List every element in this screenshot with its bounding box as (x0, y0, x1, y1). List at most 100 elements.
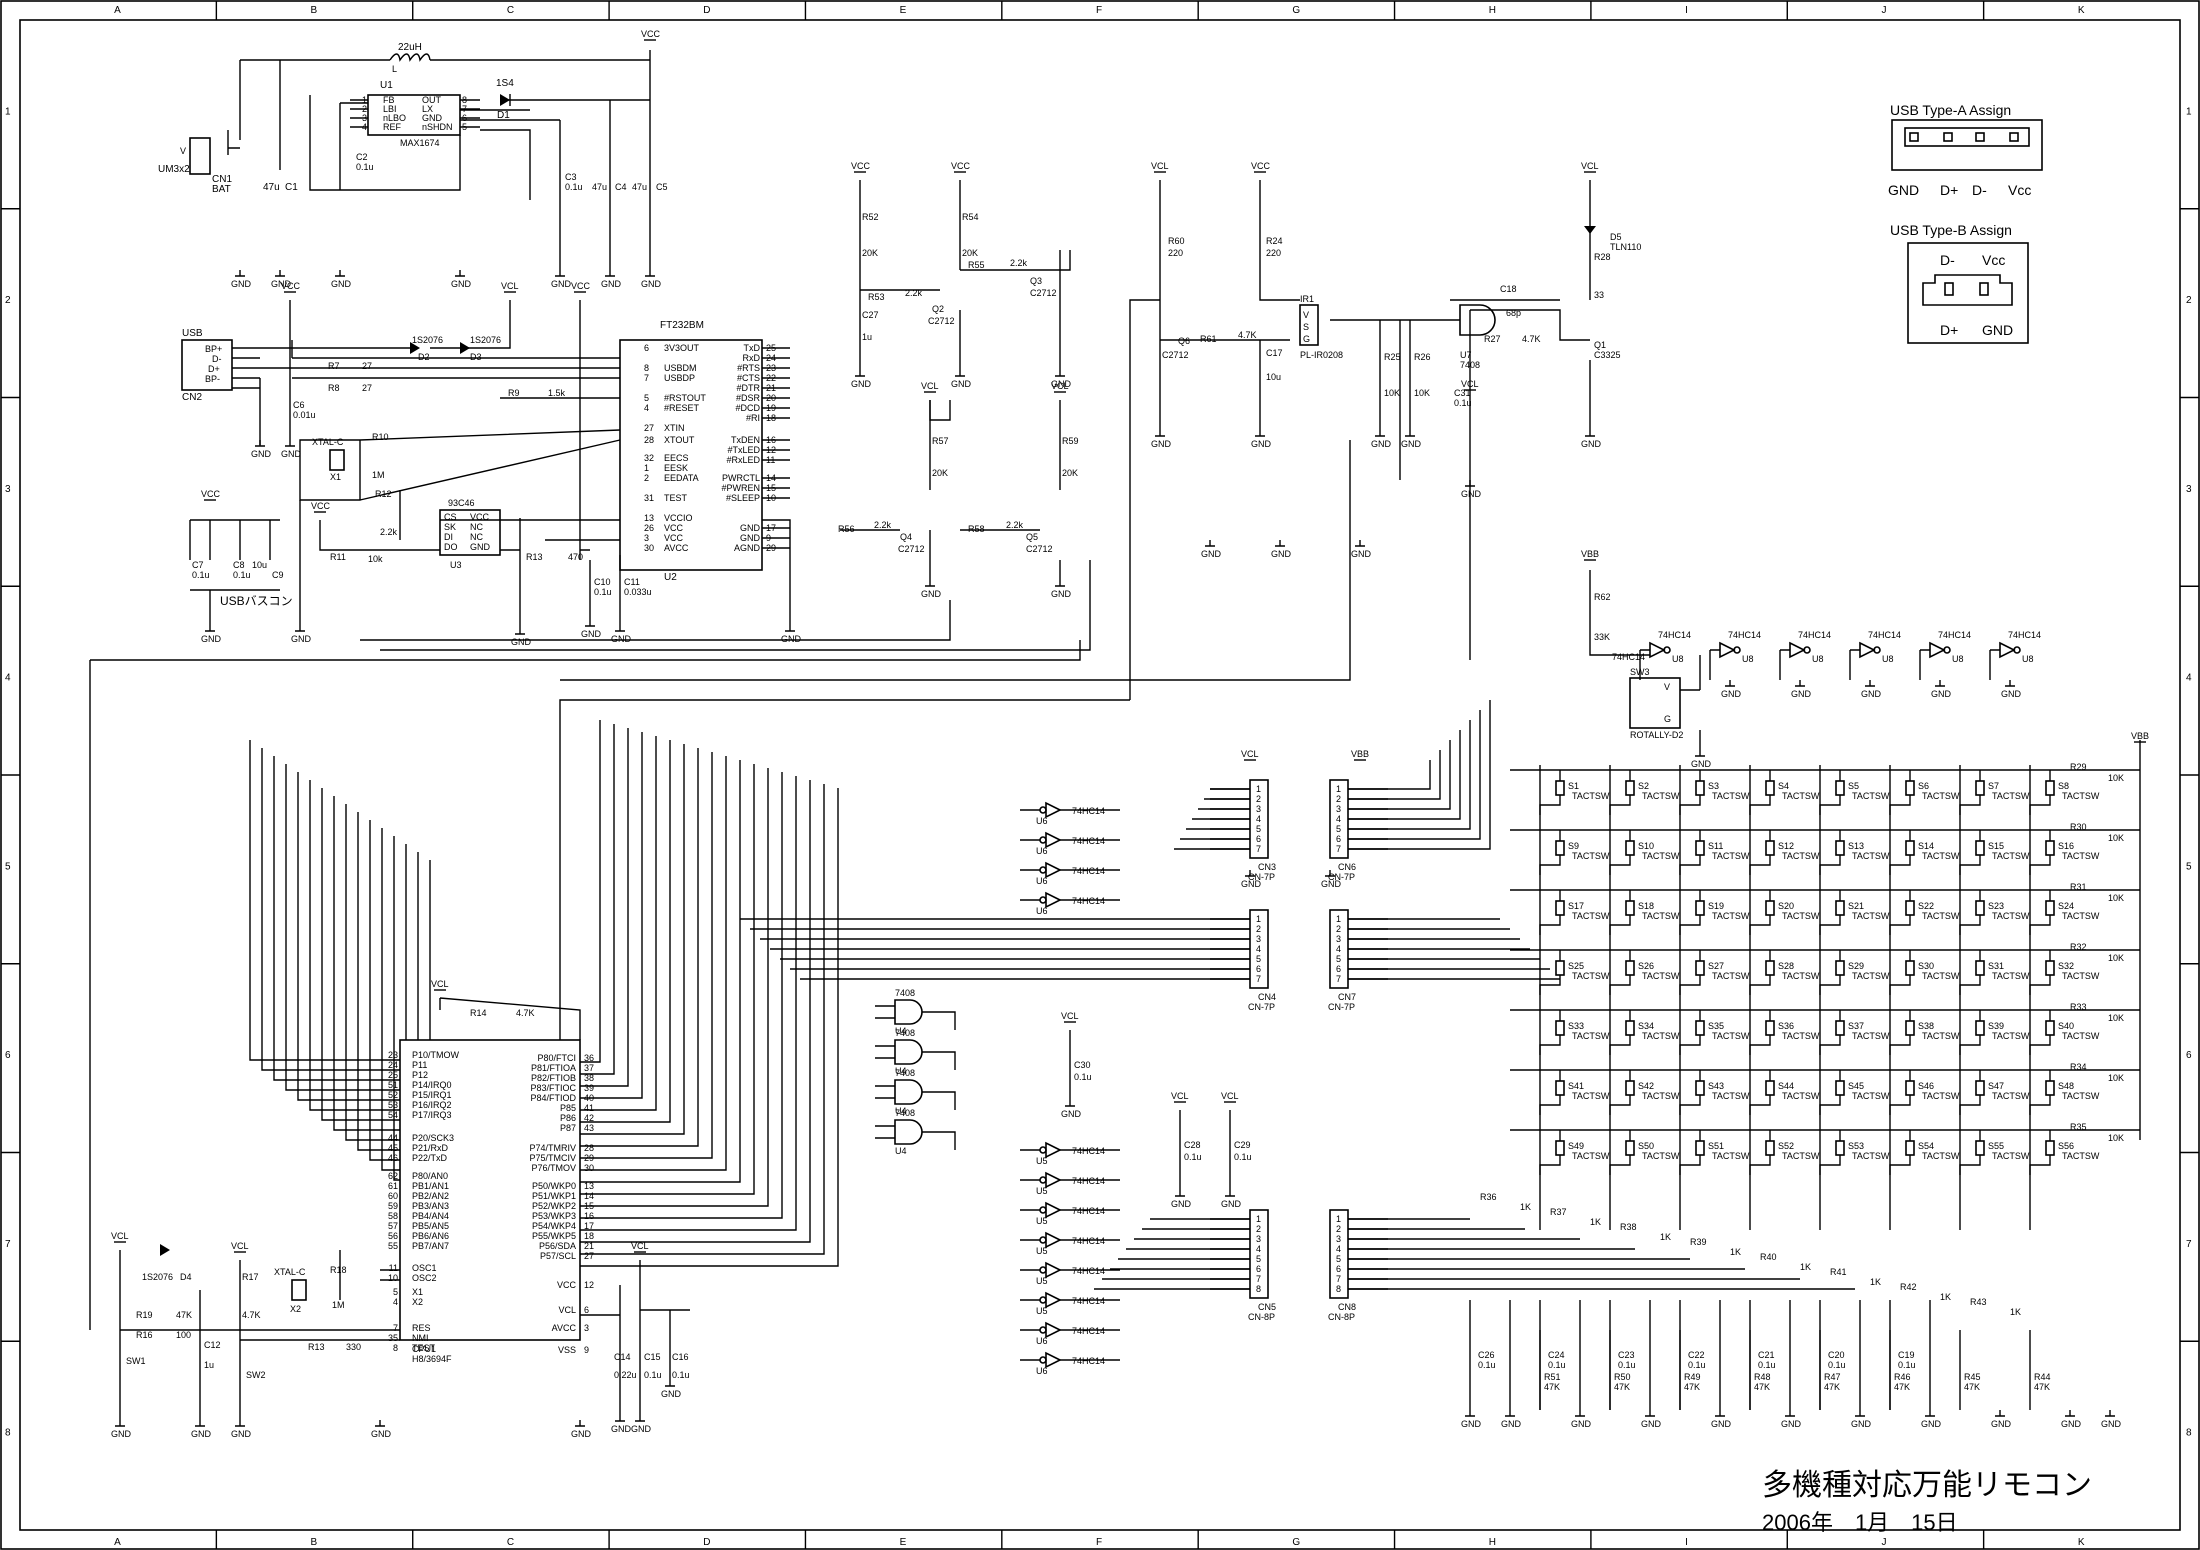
gnd-symbol (1715, 1410, 1725, 1417)
tact-switch (1555, 1140, 1565, 1156)
u2-pin-label: GND (740, 523, 761, 533)
inverter-wire (1709, 649, 1720, 680)
row-label-left: 5 (5, 861, 11, 872)
gnd-label: GND (1061, 1109, 1082, 1119)
cpu-bus-wire (580, 772, 783, 1219)
connector-type: CN-7P (1248, 872, 1275, 882)
supply-label: VCL (1061, 1011, 1079, 1021)
gnd-symbol (785, 625, 795, 632)
c6-ref: C6 (293, 400, 305, 410)
r26-ref: R26 (1414, 352, 1431, 362)
r28-ref: R28 (1594, 252, 1611, 262)
matrix-cap-value: 0.1u (1618, 1360, 1636, 1370)
cpu-pin-label: PB2/AN2 (412, 1191, 449, 1201)
cpu-pin-num: 44 (388, 1133, 398, 1143)
gnd-symbol (1695, 750, 1705, 757)
x2-part: XTAL-C (274, 1267, 306, 1277)
gnd-symbol (1865, 680, 1875, 687)
inverter-wire (1919, 649, 1930, 680)
u2-pin-label: TxDEN (731, 435, 760, 445)
connector-pin-num: 4 (1256, 944, 1261, 954)
u2-pin-label: #RSTOUT (664, 393, 706, 403)
gnd-label: GND (2061, 1419, 2082, 1429)
c16-ref: C16 (672, 1352, 689, 1362)
cpu-pin-num: 51 (388, 1080, 398, 1090)
switch-ref: S36 (1778, 1021, 1794, 1031)
switch-part: TACTSW (1782, 1091, 1820, 1101)
cpu-pin-label: P51/WKP1 (532, 1191, 576, 1201)
inverter-ref: U6 (1036, 876, 1048, 886)
inverter-part: 74HC14 (1072, 1176, 1105, 1186)
switch-ref: S1 (1568, 781, 1579, 791)
u4-and-gate (894, 999, 923, 1025)
connector-pin-num: 1 (1336, 1214, 1341, 1224)
pull-resistor-ref: R49 (1684, 1372, 1701, 1382)
gnd-label: GND (1271, 549, 1292, 559)
supply-label: VCC (1251, 161, 1271, 171)
col-resistor-ref: R43 (1970, 1297, 1987, 1307)
c5-ref: C5 (656, 182, 668, 192)
c9-value: 10u (252, 560, 267, 570)
switch-ref: S20 (1778, 901, 1794, 911)
col-label-bottom: E (900, 1537, 907, 1548)
bus-wire (1348, 710, 1481, 840)
connector-pin-num: 6 (1336, 964, 1341, 974)
u2-pin-num: 32 (644, 453, 654, 463)
col-resistor-ref: R39 (1690, 1237, 1707, 1247)
bus-wire (1348, 740, 1451, 810)
col-resistor-value: 1K (1730, 1247, 1741, 1257)
gnd-symbol (2005, 680, 2015, 687)
cpu-pin-num: 61 (388, 1181, 398, 1191)
cpu-bus-wire (580, 732, 643, 1099)
cpu-pin-label: PB3/AN3 (412, 1201, 449, 1211)
u2-pin-label: EESK (664, 463, 688, 473)
cpu-pin-label: P54/WKP4 (532, 1221, 576, 1231)
connector-pin-num: 6 (1256, 834, 1261, 844)
u2-pin-label: 3V3OUT (664, 343, 700, 353)
pull-resistor-value: 47K (1964, 1382, 1980, 1392)
supply-label: VBB (1581, 549, 1599, 559)
pull-resistor-value: 47K (1894, 1382, 1910, 1392)
gnd-symbol (1505, 1410, 1515, 1417)
inverter-ref: U5 (1036, 1216, 1048, 1226)
col-label-bottom: G (1292, 1537, 1300, 1548)
c7-value: 0.1u (192, 570, 210, 580)
gnd-symbol (2065, 1410, 2075, 1417)
r12-value: 2.2k (380, 527, 398, 537)
l1-ref: L (392, 64, 397, 74)
switch-part: TACTSW (1572, 791, 1610, 801)
gnd-symbol (275, 270, 285, 277)
gnd-label: GND (1461, 1419, 1482, 1429)
connector-pin-num: 6 (1336, 1264, 1341, 1274)
switch-ref: S44 (1778, 1081, 1794, 1091)
row-resistor-value: 10K (2108, 1013, 2124, 1023)
row-resistor-value: 10K (2108, 953, 2124, 963)
switch-ref: S13 (1848, 841, 1864, 851)
tact-switch (1695, 1080, 1705, 1096)
switch-ref: S24 (2058, 901, 2074, 911)
connector-pin-num: 7 (1256, 974, 1261, 984)
gate-wire (875, 1125, 956, 1150)
tact-switch (1765, 1080, 1775, 1096)
q3-part: C2712 (1030, 288, 1057, 298)
u2-pin-label: #RESET (664, 403, 700, 413)
inverter-gate (1929, 641, 1946, 659)
matrix-cap-value: 0.1u (1688, 1360, 1706, 1370)
connector-pin-num: 2 (1336, 1224, 1341, 1234)
tact-switch (1625, 960, 1635, 976)
supply-label: VCL (1581, 161, 1599, 171)
tact-switch (1695, 840, 1705, 856)
gnd-label: GND (2001, 689, 2022, 699)
row-resistor-value: 10K (2108, 1073, 2124, 1083)
gnd-label: GND (1051, 379, 1072, 389)
q5-part: C2712 (1026, 544, 1053, 554)
bus-wire (1348, 750, 1441, 800)
switch-part: TACTSW (1992, 851, 2030, 861)
usb-a-pin-dminus: D- (1972, 182, 1987, 198)
cpu-pin-label: P80/AN0 (412, 1171, 448, 1181)
cpu-pin-label: P11 (412, 1060, 427, 1070)
switch-part: TACTSW (1922, 911, 1960, 921)
u2-pin-num: 3 (644, 533, 649, 543)
x2-crystal (291, 1279, 307, 1301)
r13b-value: 330 (346, 1342, 361, 1352)
